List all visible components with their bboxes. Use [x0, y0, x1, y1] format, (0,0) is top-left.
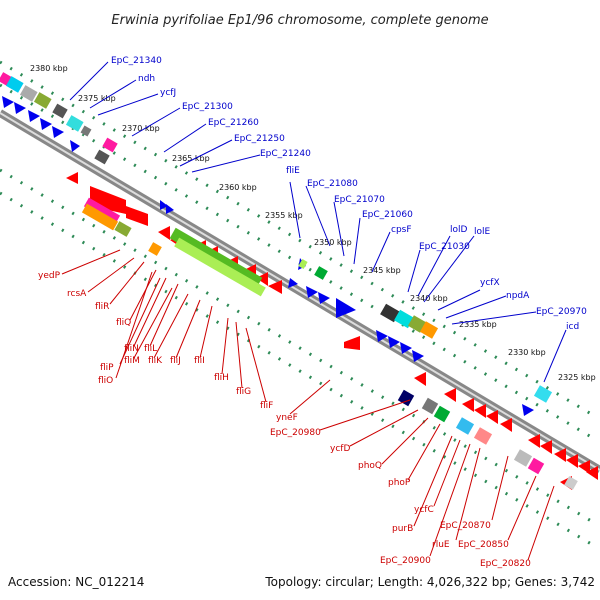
gene-label: yneF	[276, 413, 298, 423]
gene-label: ycfD	[330, 444, 350, 454]
gene-label: fliG	[236, 387, 251, 397]
gene-label: yedP	[38, 271, 61, 281]
gene-label: EpC_20850	[458, 540, 509, 550]
gene-label: EpC_20980	[270, 428, 321, 438]
gene-label: rluE	[432, 540, 450, 550]
chromosome-backbone	[0, 109, 600, 474]
gene-label: rcsA	[67, 289, 87, 299]
gene-label: EpC_21250	[234, 134, 285, 144]
gene-label: ycfX	[480, 278, 500, 288]
gene-label: EpC_21080	[307, 179, 358, 189]
gene-label: EpC_21070	[334, 195, 385, 205]
gene-label: EpC_21060	[362, 210, 413, 220]
kbp-tick: 2355 kbp	[265, 211, 303, 220]
gene-label: EpC_20900	[380, 556, 431, 566]
genome-summary-text: Topology: circular; Length: 4,026,322 bp…	[264, 575, 595, 589]
kbp-tick: 2350 kbp	[314, 238, 352, 247]
gene-label: ndh	[138, 74, 155, 84]
forward-gene-labels: EpC_21340 ndh ycfJ EpC_21300 EpC_21260 E…	[69, 56, 587, 383]
gene-label: EpC_21260	[208, 118, 259, 128]
gene-label: cpsF	[391, 225, 412, 235]
gene-label: EpC_20970	[536, 307, 587, 317]
gene-label: fliM	[124, 356, 140, 366]
gene-label: ycfC	[414, 505, 434, 515]
gene-label: EpC_21340	[111, 56, 162, 66]
gene-label: fliO	[98, 376, 113, 386]
kbp-tick: 2380 kbp	[30, 64, 68, 73]
kbp-tick: 2370 kbp	[122, 124, 160, 133]
gene-label: fliH	[214, 373, 229, 383]
gene-label: phoQ	[358, 461, 382, 471]
gene-label: icd	[566, 322, 579, 332]
kbp-ticks: 2380 kbp 2375 kbp 2370 kbp 2365 kbp 2360…	[30, 64, 596, 382]
kbp-tick: 2345 kbp	[363, 266, 401, 275]
gene-label: phoP	[388, 478, 411, 488]
kbp-tick: 2365 kbp	[172, 154, 210, 163]
gene-label: fliF	[260, 401, 273, 411]
gene-label: fliL	[144, 344, 157, 354]
gene-label: fliJ	[170, 356, 181, 366]
kbp-tick: 2335 kbp	[459, 320, 497, 329]
gene-label: fliP	[100, 363, 114, 373]
gene-label: EpC_20820	[480, 559, 531, 569]
gene-label: fliI	[194, 356, 205, 366]
gene-label: lolE	[474, 227, 491, 237]
gene-label: ycfJ	[160, 88, 176, 98]
gene-label: EpC_21300	[182, 102, 233, 112]
map-title: Erwinia pyrifoliae Ep1/96 chromosome, co…	[111, 13, 488, 28]
gene-label: EpC_20870	[440, 521, 491, 531]
feature-glyphs	[0, 72, 598, 490]
kbp-tick: 2330 kbp	[508, 348, 546, 357]
gene-label: purB	[392, 524, 413, 534]
kbp-tick: 2340 kbp	[410, 294, 448, 303]
gene-label: lolD	[450, 225, 468, 235]
gene-label: fliK	[148, 356, 163, 366]
accession-text: Accession: NC_012214	[8, 575, 144, 589]
kbp-tick: 2360 kbp	[219, 183, 257, 192]
reverse-gene-labels: yedP rcsA fliR fliQ fliN fliL fliP fliM …	[38, 249, 555, 569]
gene-label: fliN	[124, 344, 139, 354]
gene-label: EpC_21240	[260, 149, 311, 159]
gene-label: EpC_21030	[419, 242, 470, 252]
gene-label: fliE	[286, 166, 300, 176]
kbp-tick: 2325 kbp	[558, 373, 596, 382]
gene-label: fliQ	[116, 318, 131, 328]
guide-lines	[0, 60, 599, 550]
kbp-tick: 2375 kbp	[78, 94, 116, 103]
gene-label: fliR	[95, 302, 109, 312]
gene-label: npdA	[506, 291, 530, 301]
